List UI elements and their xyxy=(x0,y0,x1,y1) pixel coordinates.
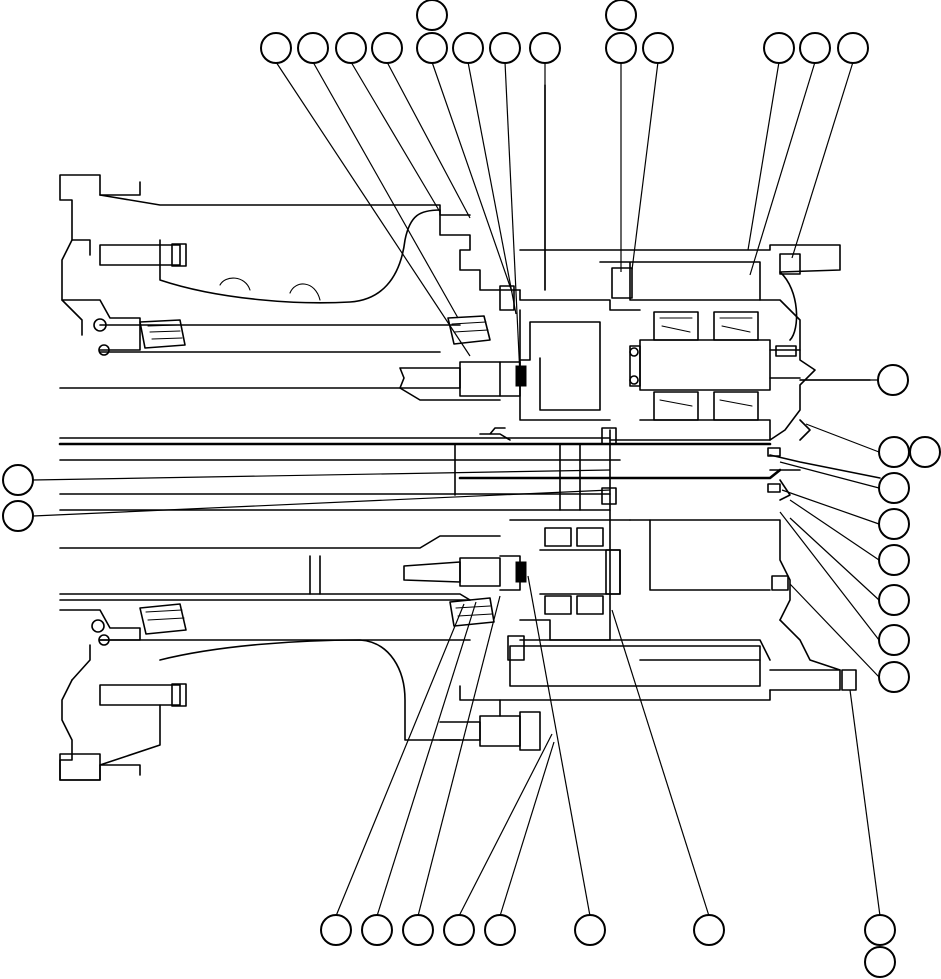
callout-bubble xyxy=(642,32,674,64)
callout-bubble xyxy=(2,464,34,496)
callout-bubble xyxy=(361,914,393,946)
callout-bubble xyxy=(260,32,292,64)
callout-bubble xyxy=(489,32,521,64)
callout-bubble xyxy=(837,32,869,64)
lower-drum xyxy=(439,519,857,751)
center-shaft xyxy=(59,419,881,521)
callout-bubble xyxy=(605,0,637,31)
callout-bubble xyxy=(2,500,34,532)
callout-bubble xyxy=(416,0,448,31)
lower-housing xyxy=(59,535,527,781)
callout-bubble xyxy=(878,472,910,504)
callout-bubble xyxy=(605,32,637,64)
callout-bubble xyxy=(529,32,561,64)
callout-bubble xyxy=(402,914,434,946)
callout-bubble xyxy=(416,32,448,64)
callout-bubble xyxy=(877,364,909,396)
callout-bubble xyxy=(484,914,516,946)
callout-bubble xyxy=(878,436,910,468)
callout-bubble xyxy=(878,584,910,616)
leader-lines xyxy=(32,61,881,917)
callout-bubble xyxy=(335,32,367,64)
callout-bubble xyxy=(864,914,896,946)
drum-housing xyxy=(519,244,871,441)
callout-bubble xyxy=(878,624,910,656)
callout-bubble xyxy=(878,544,910,576)
callout-bubble xyxy=(320,914,352,946)
callout-bubble xyxy=(878,508,910,540)
callout-bubble xyxy=(452,32,484,64)
callout-bubble xyxy=(443,914,475,946)
callout-bubble xyxy=(763,32,795,64)
upper-housing xyxy=(58,84,772,446)
callout-bubble xyxy=(878,661,910,693)
callout-bubble xyxy=(371,32,403,64)
callout-bubble xyxy=(799,32,831,64)
callout-bubble xyxy=(693,914,725,946)
callout-bubble xyxy=(297,32,329,64)
callout-bubble xyxy=(574,914,606,946)
callout-bubble xyxy=(909,436,941,468)
callout-bubble xyxy=(864,946,896,978)
